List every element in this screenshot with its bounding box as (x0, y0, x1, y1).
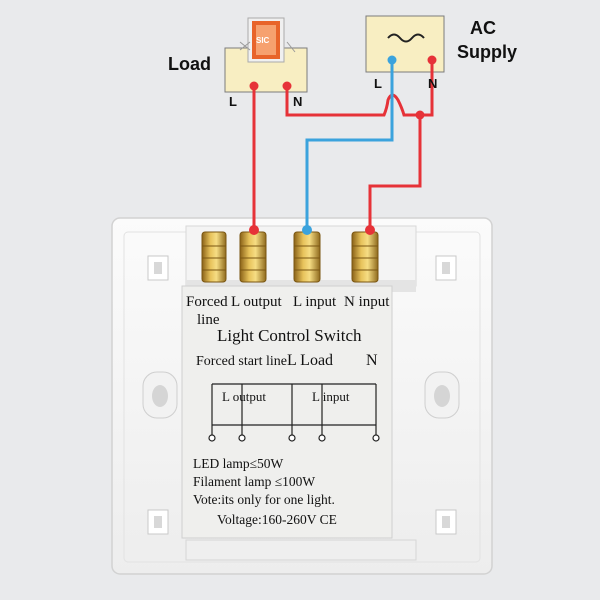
diagram-l-input: L input (312, 389, 350, 404)
load-label: Load (168, 54, 211, 74)
spec-filament: Filament lamp ≤100W (193, 474, 316, 489)
wire-ac-l-to-l-input (305, 60, 394, 232)
internal-schematic (208, 383, 380, 442)
ac-wave-icon (387, 33, 425, 43)
switch-title: Light Control Switch (217, 326, 362, 345)
ac-terminal-l: L (374, 76, 382, 91)
terminal-forced-line (201, 231, 227, 283)
label-n-input: N input (344, 294, 390, 310)
spec-note: Vote:its only for one light. (193, 492, 335, 507)
load-terminal-l: L (229, 94, 237, 109)
diagram-l-load: L Load (287, 352, 334, 369)
terminal-n-input (351, 231, 379, 283)
label-forced-line-1: Forced (186, 294, 228, 310)
diagram-n: N (366, 352, 378, 369)
ac-label-line1: AC (470, 18, 496, 38)
ac-label-line2: Supply (457, 42, 518, 62)
diagram-l-output: L output (222, 389, 266, 404)
label-forced-line-2: line (197, 312, 220, 328)
wires (252, 60, 434, 232)
wire-dots (249, 55, 437, 235)
label-panel (181, 285, 393, 539)
diagram-forced-start-line: Forced start line (196, 354, 287, 369)
terminal-l-input (293, 231, 321, 283)
wire-ac-n-to-n-input (368, 115, 422, 232)
load-logo-text: SIC (256, 36, 270, 45)
spec-led: LED lamp≤50W (193, 456, 284, 471)
label-l-input: L input (293, 294, 337, 310)
load-terminal-n: N (293, 94, 303, 109)
terminal-l-output (239, 231, 267, 283)
ac-terminal-n: N (428, 76, 438, 91)
label-l-output: L output (231, 294, 282, 310)
load-box (224, 17, 308, 93)
spec-voltage: Voltage:160-260V CE (217, 512, 337, 527)
